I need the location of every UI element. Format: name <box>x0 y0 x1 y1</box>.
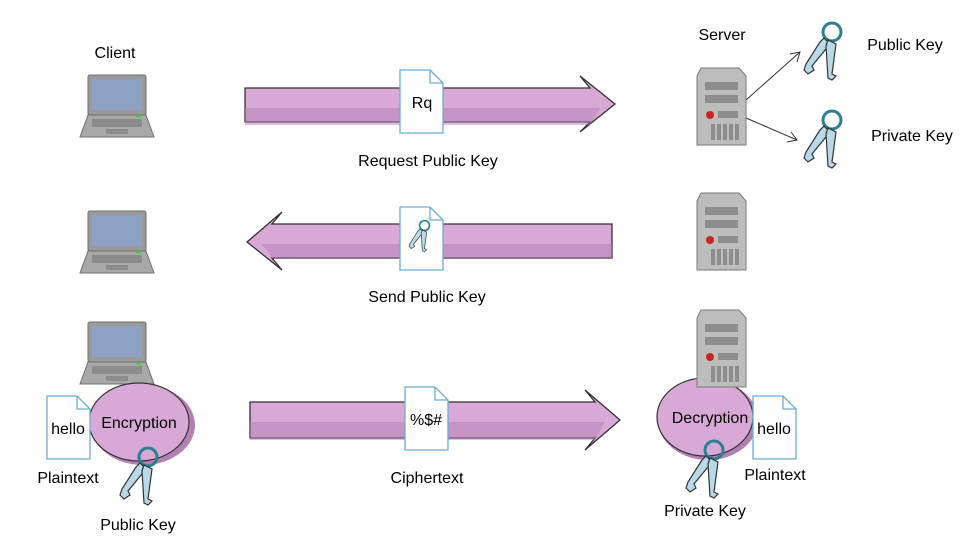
client-laptop-icon <box>79 210 155 274</box>
decryption-label: Decryption <box>672 410 748 427</box>
plaintext-label: Plaintext <box>37 470 99 487</box>
ciphertext-label: Ciphertext <box>391 470 464 487</box>
server-icon <box>696 192 747 271</box>
client-laptop-icon <box>79 74 155 138</box>
private-key-label: Private Key <box>871 128 953 145</box>
private-key-bottom-label: Private Key <box>664 503 746 520</box>
server-icon <box>696 309 747 388</box>
request-public-key-label: Request Public Key <box>358 153 498 170</box>
server-icon <box>696 67 747 146</box>
public-key-bottom-label: Public Key <box>100 517 176 534</box>
client-label: Client <box>95 45 136 62</box>
plaintext-document-text: hello <box>51 421 85 438</box>
request-document-text: Rq <box>412 95 432 112</box>
plaintext-document-text: hello <box>757 421 791 438</box>
encryption-node <box>88 382 195 465</box>
send-public-key-label: Send Public Key <box>368 289 485 306</box>
public-key-icon <box>802 21 843 82</box>
plaintext-label: Plaintext <box>744 467 806 484</box>
encryption-label: Encryption <box>101 415 177 432</box>
private-key-icon <box>802 109 843 170</box>
client-laptop-icon <box>79 321 155 385</box>
public-key-label: Public Key <box>867 37 943 54</box>
server-label: Server <box>698 27 746 44</box>
server-to-keys-arrows <box>745 51 801 143</box>
ciphertext-document-text: %$# <box>410 412 442 429</box>
